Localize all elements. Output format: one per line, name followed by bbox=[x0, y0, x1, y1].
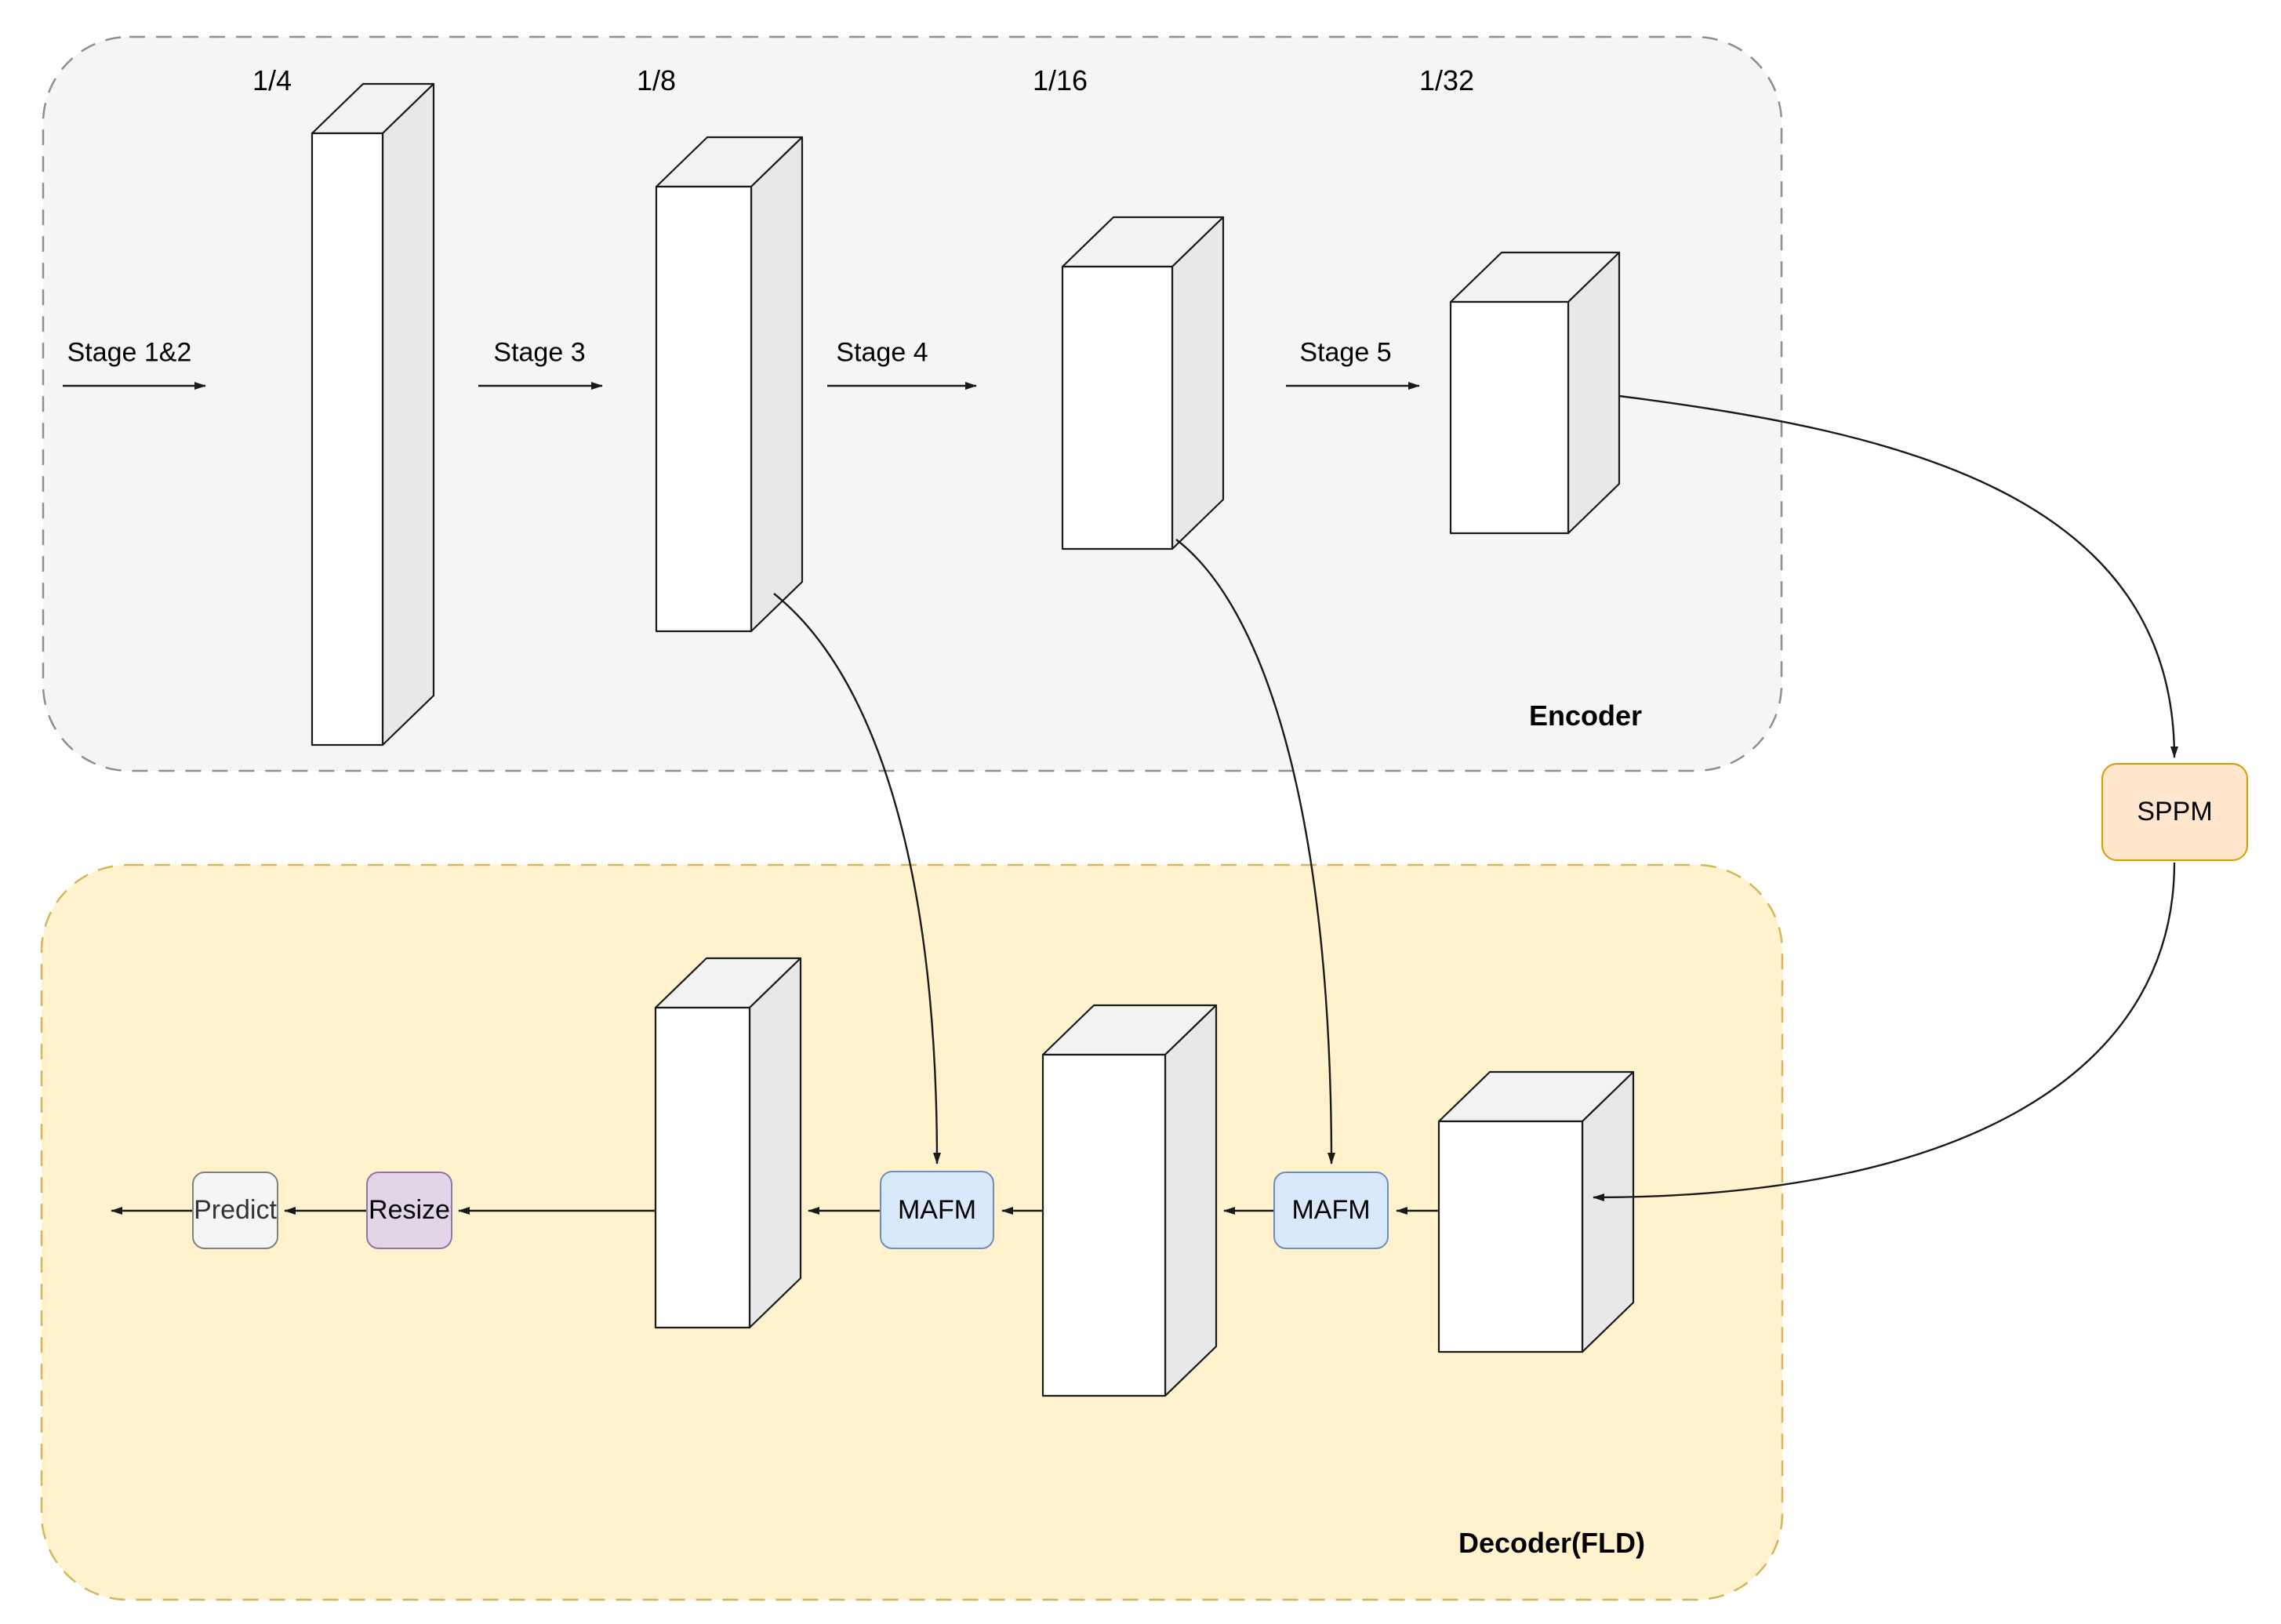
stage-4-label: Stage 4 bbox=[836, 337, 928, 368]
connection-1-32-to-sppm bbox=[1618, 394, 2178, 758]
encoder-region-label: Encoder bbox=[1528, 699, 1643, 732]
resize-module: Resize bbox=[366, 1172, 452, 1249]
predict-module: Predict bbox=[192, 1172, 278, 1249]
scale-label-1-32: 1/32 bbox=[1418, 64, 1475, 96]
encoder-feature-box-1-4 bbox=[311, 82, 435, 747]
skip-connection-1-8-to-mafm1 bbox=[773, 593, 941, 1164]
scale-label-1-16: 1/16 bbox=[1032, 64, 1088, 96]
decoder-region-label: Decoder(FLD) bbox=[1458, 1527, 1646, 1559]
encoder-feature-box-1-8 bbox=[655, 136, 804, 633]
mafm-module-2: MAFM bbox=[1273, 1172, 1389, 1249]
scale-label-1-8: 1/8 bbox=[636, 64, 677, 96]
decoder-feature-box-1-16 bbox=[1041, 1004, 1218, 1397]
stage-1-2-label: Stage 1&2 bbox=[67, 337, 192, 368]
decoder-feature-box-1-32 bbox=[1437, 1070, 1635, 1353]
stage-3-label: Stage 3 bbox=[493, 337, 586, 368]
mafm-2-label: MAFM bbox=[1291, 1195, 1371, 1225]
encoder-feature-box-1-32 bbox=[1449, 251, 1621, 535]
skip-connection-1-16-to-mafm2 bbox=[1175, 539, 1335, 1164]
sppm-label: SPPM bbox=[2137, 797, 2213, 827]
encoder-region bbox=[42, 35, 1783, 772]
sppm-module: SPPM bbox=[2101, 763, 2248, 861]
connection-sppm-to-decoder bbox=[1593, 862, 2176, 1201]
encoder-feature-box-1-16 bbox=[1061, 216, 1225, 550]
resize-label: Resize bbox=[369, 1195, 450, 1225]
decoder-feature-box-1-8 bbox=[654, 957, 802, 1329]
mafm-1-label: MAFM bbox=[897, 1194, 977, 1225]
mafm-module-1: MAFM bbox=[880, 1171, 994, 1249]
predict-label: Predict bbox=[194, 1195, 277, 1225]
stage-5-label: Stage 5 bbox=[1299, 337, 1392, 368]
scale-label-1-4: 1/4 bbox=[252, 64, 292, 96]
